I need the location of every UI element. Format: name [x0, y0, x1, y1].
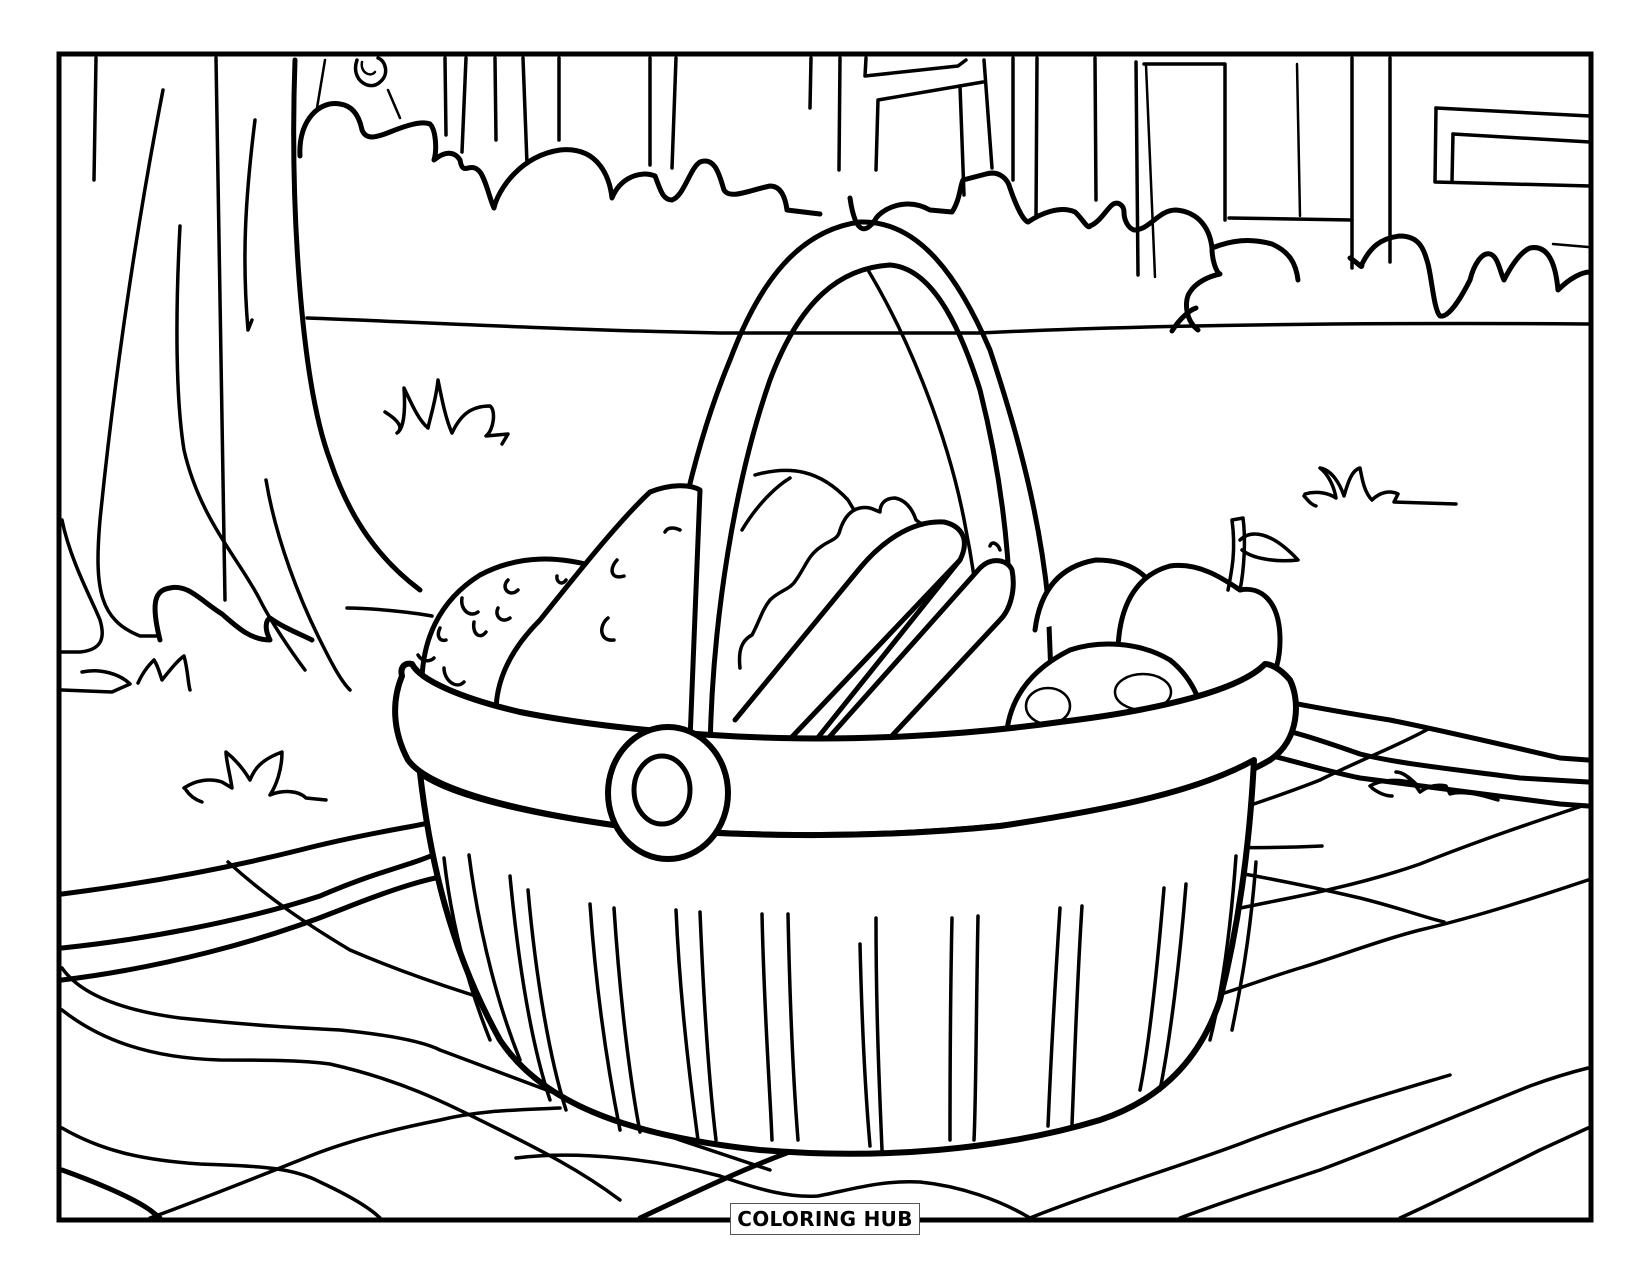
grass-tuft-2 — [60, 669, 132, 694]
watermark-label: COLORING HUB — [737, 1207, 913, 1231]
horizon-line — [305, 316, 1590, 335]
picnic-basket — [392, 660, 1299, 1157]
grass-tuft-3 — [182, 750, 328, 802]
grass-tuft-1 — [383, 378, 510, 446]
basket-contents — [416, 468, 1300, 773]
sandwich-lettuce — [737, 496, 932, 670]
tree-trunk — [60, 57, 434, 692]
background-building — [92, 56, 1592, 602]
handle-hub — [605, 724, 731, 862]
hedge-bushes — [297, 101, 1593, 334]
grass-tufts — [60, 378, 1500, 804]
coloring-hub-watermark: COLORING HUB — [730, 1203, 920, 1235]
grass-tuft-4 — [1303, 466, 1458, 506]
